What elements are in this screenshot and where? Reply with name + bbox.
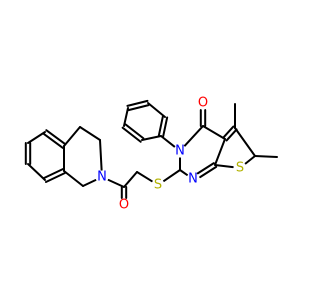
single-bond bbox=[214, 164, 235, 169]
double-bond-line bbox=[222, 125, 235, 139]
double-bond-line bbox=[199, 165, 218, 179]
double-bond-line bbox=[127, 104, 150, 112]
double-bond-line bbox=[126, 99, 149, 107]
double-bond-line bbox=[124, 123, 145, 140]
atom-label-o-lactam: O bbox=[198, 96, 208, 111]
single-bond bbox=[147, 102, 166, 118]
double-bond-line bbox=[196, 162, 215, 175]
single-bond bbox=[63, 170, 84, 187]
single-bond bbox=[141, 135, 162, 141]
single-bond bbox=[160, 135, 176, 148]
single-bond bbox=[234, 127, 256, 157]
single-bond bbox=[162, 169, 181, 183]
atom-label-n-pyrimidine-3: N bbox=[175, 144, 185, 159]
double-bond-line bbox=[121, 126, 142, 143]
single-bond bbox=[254, 155, 278, 158]
atom-label-background bbox=[186, 172, 200, 186]
single-bond bbox=[82, 178, 97, 187]
single-bond bbox=[79, 126, 101, 141]
double-bond-line bbox=[162, 116, 169, 138]
double-bond-line bbox=[44, 171, 66, 183]
double-bond-line bbox=[225, 128, 238, 142]
single-bond bbox=[183, 125, 204, 147]
single-bond bbox=[136, 171, 154, 183]
atom-label-o-amide: O bbox=[119, 198, 129, 213]
double-bond-line bbox=[157, 115, 164, 137]
atom-label-background bbox=[117, 198, 131, 212]
atom-label-background bbox=[173, 144, 187, 158]
double-bond-line bbox=[43, 168, 65, 180]
atom-label-n-isoquinoline: N bbox=[97, 170, 107, 185]
atom-label-background bbox=[196, 96, 210, 110]
double-bond-line bbox=[42, 132, 64, 149]
single-bond bbox=[27, 131, 46, 144]
single-bond bbox=[63, 126, 81, 147]
single-bond bbox=[179, 169, 189, 177]
atom-label-n-pyrimidine-1: N bbox=[188, 172, 198, 187]
atom-label-background bbox=[151, 178, 165, 192]
single-bond bbox=[244, 155, 256, 165]
single-bond bbox=[214, 138, 226, 166]
bond-layer bbox=[24, 99, 278, 199]
single-bond bbox=[27, 163, 46, 181]
double-bond-line bbox=[45, 129, 67, 146]
single-bond bbox=[107, 178, 125, 188]
atom-label-s-thiophene: S bbox=[236, 161, 244, 176]
single-bond bbox=[123, 107, 129, 127]
single-bond bbox=[99, 139, 103, 172]
atom-label-background bbox=[233, 161, 247, 175]
atom-label-background bbox=[95, 170, 109, 184]
single-bond bbox=[123, 171, 138, 188]
atom-label-s-thioether: S bbox=[154, 178, 162, 193]
single-bond bbox=[202, 125, 226, 140]
